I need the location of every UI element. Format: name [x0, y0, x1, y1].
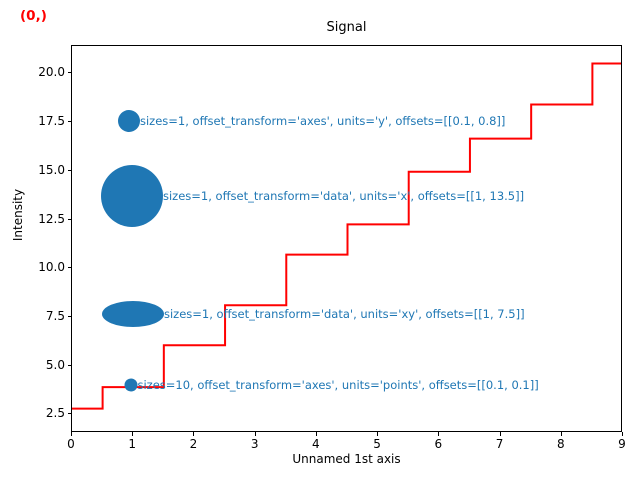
x-tick-mark	[315, 432, 317, 436]
y-tick-mark	[67, 413, 71, 415]
y-tick-label: 10.0	[38, 260, 65, 275]
y-tick-mark	[67, 267, 71, 269]
y-tick-mark	[67, 72, 71, 74]
marker-data-x-label: sizes=1, offset_transform='data', units=…	[163, 189, 525, 203]
marker-data-xy	[102, 301, 164, 327]
marker-axes-y	[118, 110, 140, 132]
x-tick-label: 1	[128, 437, 137, 451]
x-tick-mark	[193, 432, 195, 436]
x-tick-label: 6	[434, 437, 443, 451]
y-tick-label: 17.5	[38, 114, 65, 129]
corner-annotation: (0,)	[20, 8, 47, 24]
y-tick-mark	[67, 121, 71, 123]
y-axis-label: Intensity	[11, 188, 25, 242]
x-tick-label: 3	[250, 437, 259, 451]
x-tick-mark	[377, 432, 379, 436]
x-tick-mark	[560, 432, 562, 436]
x-tick-mark	[622, 432, 623, 436]
marker-axes-points-label: sizes=10, offset_transform='axes', units…	[137, 378, 539, 392]
x-axis-label: Unnamed 1st axis	[292, 452, 401, 466]
x-tick-label: 5	[373, 437, 381, 451]
x-tick-label: 4	[312, 437, 320, 451]
y-tick-label: 20.0	[38, 65, 65, 80]
marker-axes-y-label: sizes=1, offset_transform='axes', units=…	[140, 114, 506, 128]
x-tick-mark	[499, 432, 501, 436]
y-tick-label: 7.5	[45, 308, 65, 323]
marker-axes-points	[124, 378, 138, 392]
y-tick-label: 5.0	[45, 357, 65, 372]
x-tick-mark	[71, 432, 72, 436]
y-tick-label: 12.5	[38, 211, 65, 226]
x-tick-label: 7	[495, 437, 504, 451]
y-tick-mark	[67, 315, 71, 317]
step-line-svg	[72, 62, 621, 410]
y-tick-mark	[67, 218, 71, 220]
x-tick-mark	[132, 432, 134, 436]
plot-area	[71, 45, 622, 432]
x-tick-label: 8	[556, 437, 565, 451]
x-tick-mark	[438, 432, 440, 436]
x-tick-label: 2	[189, 437, 198, 451]
x-tick-label: 9	[618, 437, 626, 451]
marker-data-x	[101, 165, 163, 227]
x-tick-mark	[254, 432, 256, 436]
y-tick-label: 2.5	[45, 406, 65, 421]
y-tick-mark	[67, 169, 71, 171]
marker-data-xy-label: sizes=1, offset_transform='data', units=…	[164, 307, 525, 321]
x-tick-label: 0	[67, 437, 75, 451]
chart-title: Signal	[326, 20, 367, 35]
y-tick-label: 15.0	[38, 162, 65, 177]
step-line	[72, 62, 621, 410]
y-tick-mark	[67, 364, 71, 366]
